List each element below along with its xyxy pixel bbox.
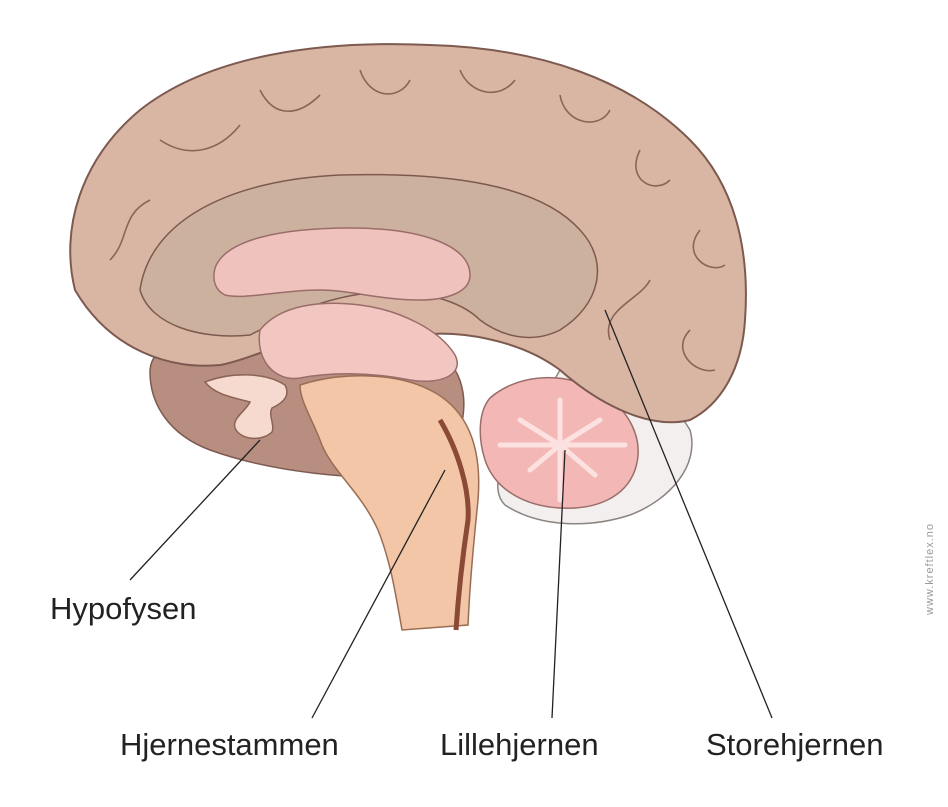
pituitary-stalk	[203, 374, 288, 440]
leader-lines	[129, 309, 773, 719]
brainstem-shape	[299, 375, 480, 631]
leader-line-storehjernen	[604, 309, 773, 719]
leader-line-hypofysen	[129, 439, 261, 581]
credit-text: www.kreftlex.no	[924, 522, 936, 615]
brainstem-canal	[437, 418, 471, 631]
label-storehjernen: Storehjernen	[706, 727, 884, 762]
thalamus	[258, 302, 458, 382]
leader-line-hjernestammen	[311, 469, 446, 719]
ventricle	[213, 227, 471, 301]
leader-line-lillehjernen	[551, 449, 566, 719]
label-hypofysen: Hypofysen	[50, 591, 197, 626]
cerebellum	[479, 377, 639, 509]
label-lillehjernen: Lillehjernen	[440, 727, 599, 762]
label-hjernestammen: Hjernestammen	[120, 727, 339, 762]
gyri-lines	[109, 69, 726, 372]
